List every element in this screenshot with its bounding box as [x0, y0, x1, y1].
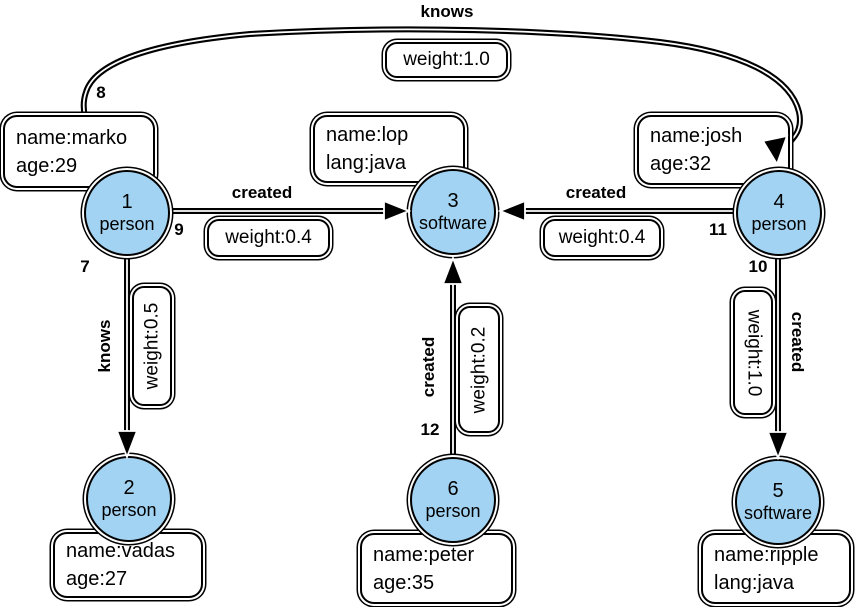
arrowhead-edge-9 [383, 199, 412, 223]
prop-line: name:vadas [66, 540, 175, 562]
edge-10-id: 10 [748, 257, 768, 276]
node-id-label: 4 [773, 191, 785, 213]
edge-9-weight-box: weight:0.4 [207, 219, 330, 257]
node-2: 2 person [86, 456, 172, 542]
edge-8-id: 8 [96, 83, 106, 102]
prop-line: name:josh [650, 125, 743, 147]
edge-7-label: knows [95, 319, 114, 373]
edge-7-id: 7 [80, 257, 90, 276]
edge-9-label: created [231, 183, 293, 202]
node-id-label: 1 [121, 191, 133, 213]
arrowhead-edge-8 [761, 134, 789, 167]
node-type-label: person [425, 501, 481, 521]
props-node-6: name:peter age:35 [360, 533, 513, 604]
prop-line: age:35 [373, 571, 435, 594]
node-6: 6 person [410, 457, 496, 543]
prop-line: name:lop [326, 124, 409, 146]
prop-line: lang:java [714, 571, 795, 594]
node-type-label: person [101, 500, 157, 520]
edge-11-id: 11 [709, 220, 727, 239]
edge-8-weight-box: weight:1.0 [385, 42, 508, 78]
edge-12-weight-box: weight:0.2 [458, 306, 500, 433]
prop-line: name:peter [373, 543, 475, 566]
prop-line: age:32 [650, 153, 712, 175]
node-type-label: software [418, 213, 488, 233]
edge-12-label: created [419, 336, 438, 398]
props-node-2: name:vadas age:27 [53, 532, 203, 598]
prop-line: age:29 [16, 154, 78, 177]
arrowhead-edge-12 [441, 255, 465, 285]
node-5: 5 software [735, 459, 821, 545]
arrowhead-edge-7 [115, 430, 139, 460]
prop-line: age:27 [66, 568, 128, 590]
node-3: 3 software [410, 169, 496, 255]
edge-10-weight-box: weight:1.0 [733, 290, 773, 415]
prop-line: name:ripple [714, 543, 819, 566]
edge-11-weight-box: weight:0.4 [543, 219, 661, 257]
prop-line: lang:java [326, 152, 407, 174]
node-id-label: 2 [123, 477, 135, 499]
node-type-label: person [99, 214, 155, 234]
node-4: 4 person [736, 170, 822, 256]
edge-8-label: knows [420, 2, 474, 21]
node-id-label: 3 [447, 190, 459, 212]
node-type-label: software [743, 503, 813, 523]
arrowhead-edge-10 [766, 431, 790, 461]
edge-7-weight-box: weight:0.5 [132, 286, 172, 406]
edge-12-id: 12 [420, 420, 440, 439]
node-id-label: 5 [772, 480, 784, 502]
node-1: 1 person [84, 170, 170, 256]
prop-line: name:marko [16, 126, 128, 149]
node-id-label: 6 [447, 478, 459, 500]
arrowhead-edge-11 [497, 199, 526, 223]
node-type-label: person [751, 214, 807, 234]
edge-11-label: created [565, 183, 627, 202]
edge-10-label: created [788, 311, 807, 373]
edge-9-id: 9 [174, 220, 184, 239]
props-node-3: name:lop lang:java [313, 115, 465, 183]
